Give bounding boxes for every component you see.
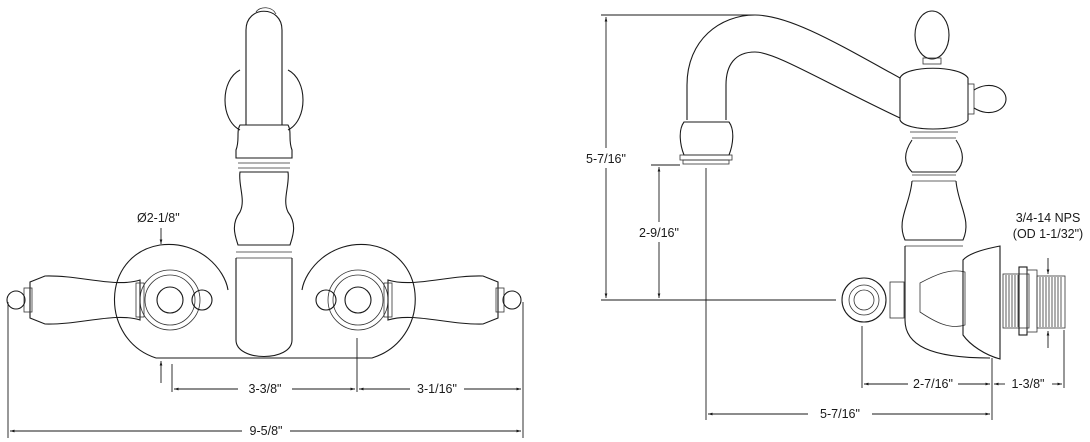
lower-elbow	[904, 246, 991, 359]
right-valve	[315, 269, 389, 331]
riser-body	[233, 171, 295, 246]
column-body	[901, 180, 967, 241]
aerator	[679, 121, 734, 156]
thread-spec-label: 3/4-14 NPS	[1016, 211, 1081, 225]
right-flange	[156, 243, 416, 359]
threaded-shank	[1002, 266, 1066, 336]
thread-od-label: (OD 1-1/32")	[1013, 227, 1083, 241]
spout-tube	[245, 10, 283, 125]
riser-flange	[224, 69, 241, 131]
riser-collar	[235, 124, 293, 159]
spout-reach-label: 5-7/16"	[820, 407, 860, 421]
overall-height-label: 5-7/16"	[586, 152, 626, 166]
overall-width-label: 9-5/8"	[250, 424, 283, 438]
left-valve	[139, 269, 213, 331]
column-ring	[905, 139, 963, 173]
escutcheon	[962, 245, 1001, 360]
center-to-center-label: 3-3/8"	[249, 382, 282, 396]
left-lever-handle	[6, 275, 145, 325]
valve-body	[899, 67, 969, 130]
riser-elbow	[235, 258, 293, 358]
shank-length-label: 1-3/8"	[1012, 377, 1045, 391]
spout-clearance-label: 2-9/16"	[639, 226, 679, 240]
side-view: 5-7/16" 2-9/16" 2-7/16" 1-3/8" 5-7/16" 3…	[586, 10, 1083, 421]
side-handle-hub	[841, 277, 887, 323]
left-flange	[114, 243, 229, 359]
center-to-end-label: 3-1/16"	[417, 382, 457, 396]
valve-projection-label: 2-7/16"	[913, 377, 953, 391]
front-view: Ø2-1/8" 3-3/8" 3-1/16" 9-5/8"	[6, 7, 524, 438]
side-knob	[973, 85, 1007, 113]
right-lever-handle	[383, 275, 522, 325]
flange-diameter-label: Ø2-1/8"	[137, 211, 180, 225]
spout-outer	[686, 14, 901, 120]
top-finial	[914, 10, 950, 60]
spout-inner	[725, 51, 901, 120]
